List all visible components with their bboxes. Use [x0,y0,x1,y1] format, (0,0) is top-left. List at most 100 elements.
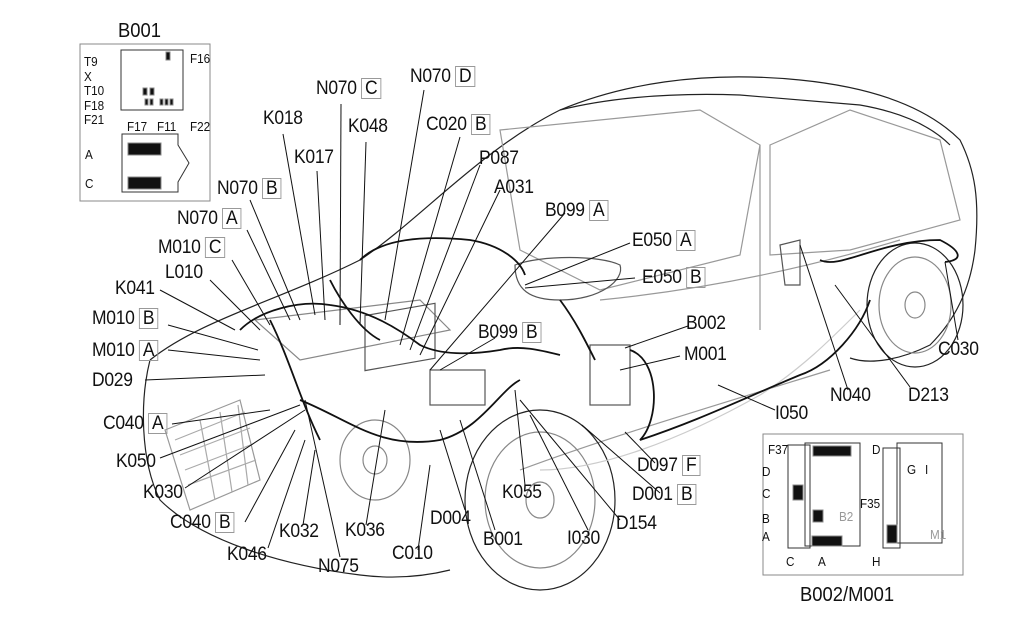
callout-sub: B [677,484,697,505]
callout-sub: A [148,413,168,434]
callout-k055: K055 [502,482,542,503]
inset-label-f35: F35 [860,496,881,511]
inset-label-b2: B2 [839,509,854,524]
callout-leader-lines [144,89,959,558]
callout-k018: K018 [263,108,303,129]
callout-sub: F [682,455,701,476]
callout-b001: B001 [483,529,523,550]
inset-label-f37: F37 [768,442,789,457]
callout-c010: C010 [392,543,433,564]
callout-sub: A [589,200,609,221]
inset-label-d-top: D [872,442,881,457]
callout-code: N070 [316,78,357,99]
callout-sub: A [676,230,696,251]
callout-l010: L010 [165,262,203,283]
inset-label-d-left: D [762,464,771,479]
callout-i030: I030 [567,528,600,549]
callout-d154: D154 [616,513,657,534]
callout-sub: D [455,66,476,87]
inset-label-f16: F16 [190,51,211,66]
inset-label-f11: F11 [157,119,177,134]
callout-code: M010 [92,340,135,361]
car-body-outline [142,76,978,591]
callout-code: C040 [170,512,211,533]
callout-a031: A031 [494,177,534,198]
inset-label-h: H [872,554,881,569]
callout-k048: K048 [348,116,388,137]
callout-b002: B002 [686,313,726,334]
callout-sub: B [139,308,158,329]
inset-label-i: I [925,462,929,477]
callout-sub: A [139,340,158,361]
callout-sub: B [522,322,542,343]
inset-b002-title: B002/M001 [800,584,895,606]
callout-n075: N075 [318,556,359,577]
callout-d004: D004 [430,508,471,529]
inset-b001-frame [79,43,211,202]
callout-m001: M001 [684,344,727,365]
callout-code: D097 [637,455,678,476]
callout-d029: D029 [92,370,133,391]
inset-label-t9: T9 [84,54,98,69]
callout-k036: K036 [345,520,385,541]
inset-label-a-left: A [762,529,770,544]
callout-sub: B [262,178,282,199]
callout-i050: I050 [775,403,808,424]
callout-sub: C [205,237,225,258]
inset-b002-frame [762,433,964,576]
callout-code: M010 [158,237,201,258]
callout-code: N070 [410,66,451,87]
inset-label-a-bottom: A [818,554,826,569]
callout-k030: K030 [143,482,183,503]
callout-sub: C [361,78,382,99]
inset-label-x: X [84,69,92,84]
inset-label-g: G [907,462,917,477]
callout-sub: B [215,512,235,533]
callout-sub: A [222,208,242,229]
callout-n040: N040 [830,385,871,406]
callout-k032: K032 [279,521,319,542]
callout-code: N070 [177,208,218,229]
callout-code: C020 [426,114,467,135]
callout-d213: D213 [908,385,949,406]
callout-k046: K046 [227,544,267,565]
callout-code: N070 [217,178,258,199]
wiring-harness [239,237,959,443]
inset-b001-title: B001 [118,20,161,42]
inset-label-c-left: C [762,486,771,501]
callout-code: M010 [92,308,135,329]
callout-code: B099 [478,322,518,343]
callout-code: B099 [545,200,585,221]
callout-code: E050 [632,230,672,251]
callout-code: D001 [632,484,673,505]
inset-label-a: A [85,147,93,162]
callout-k041: K041 [115,278,155,299]
inset-label-c: C [85,176,94,191]
callout-k017: K017 [294,147,334,168]
inset-label-m1: M1 [930,527,947,542]
inset-label-f18: F18 [84,98,105,113]
inset-label-b: B [762,511,770,526]
inset-label-c-bottom: C [786,554,795,569]
callout-sub: B [686,267,706,288]
inset-label-t10: T10 [84,83,105,98]
inset-label-f17: F17 [127,119,148,134]
callout-k050: K050 [116,451,156,472]
callout-sub: B [471,114,491,135]
callout-code: E050 [642,267,682,288]
callout-c030: C030 [938,339,979,360]
callout-code: C040 [103,413,144,434]
